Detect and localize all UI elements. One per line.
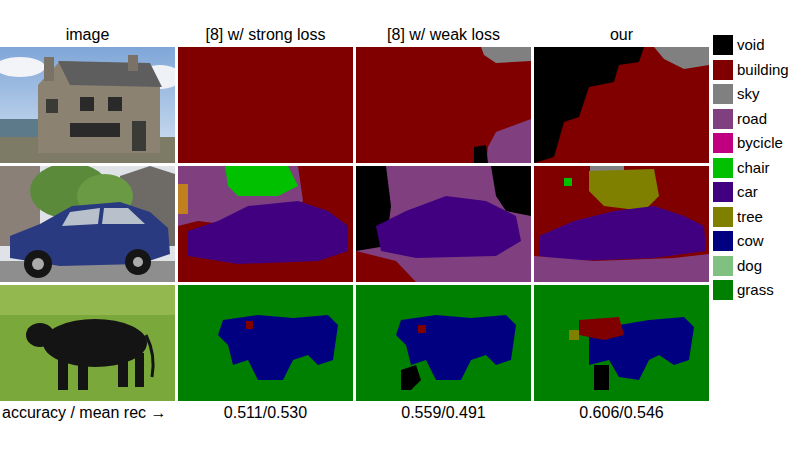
cow-photo-part — [58, 355, 68, 390]
segmentation-map-part — [418, 325, 426, 333]
cow-photo-part — [135, 353, 144, 387]
house-photo-part — [44, 57, 54, 81]
legend-text: cow — [737, 231, 764, 251]
segmentation-map — [178, 166, 353, 282]
segmentation-map-part — [376, 196, 521, 258]
legend-text: bycicle — [737, 133, 783, 153]
column-header: our — [534, 25, 709, 45]
segmentation-map-part — [534, 47, 644, 163]
segmentation-map — [356, 285, 531, 401]
legend-text: sky — [737, 84, 760, 104]
legend-swatch — [713, 256, 733, 276]
metric-note: accuracy / mean rec → — [2, 403, 167, 423]
car-photo-part — [32, 258, 44, 270]
car-photo-part — [62, 208, 100, 226]
legend-swatch — [713, 280, 733, 300]
segmentation-map-part — [534, 47, 709, 163]
segmentation-map-part — [356, 251, 416, 282]
house-photo-part — [58, 61, 162, 87]
segmentation-map-part — [486, 119, 531, 163]
segmentation-map-part — [246, 321, 253, 329]
score-value: 0.511/0.530 — [178, 403, 353, 423]
house-photo-part — [70, 123, 120, 137]
cow-photo-part — [26, 323, 54, 347]
segmentation-map — [178, 285, 353, 401]
segmentation-map-part — [178, 166, 353, 282]
legend-swatch — [713, 60, 733, 80]
score-value: 0.606/0.546 — [534, 403, 709, 423]
segmentation-map-part — [569, 330, 579, 340]
segmentation-map-part — [534, 285, 709, 401]
car-photo-part — [0, 166, 175, 282]
segmentation-map-part — [178, 47, 353, 163]
legend-text: building — [737, 60, 789, 80]
car-photo — [0, 166, 175, 282]
legend-text: grass — [737, 280, 774, 300]
segmentation-map — [534, 47, 709, 163]
legend-text: void — [737, 35, 765, 55]
cow-photo-part — [0, 285, 175, 315]
column-header: image — [0, 25, 175, 45]
segmentation-map-part — [356, 166, 531, 282]
legend-swatch — [713, 158, 733, 178]
segmentation-map-part — [534, 166, 709, 282]
car-photo-part — [102, 208, 145, 224]
house-photo-part — [108, 97, 122, 111]
cow-photo-part — [78, 357, 88, 390]
segmentation-map-part — [654, 47, 709, 69]
legend-swatch — [713, 84, 733, 104]
house-photo-part — [46, 99, 58, 113]
legend-swatch — [713, 231, 733, 251]
segmentation-map — [534, 285, 709, 401]
column-header: [8] w/ weak loss — [356, 25, 531, 45]
house-photo-part — [80, 97, 94, 111]
column-header: [8] w/ strong loss — [178, 25, 353, 45]
legend-swatch — [713, 207, 733, 227]
house-photo-part — [132, 121, 146, 151]
legend-swatch — [713, 133, 733, 153]
segmentation-map-part — [481, 47, 531, 63]
legend-text: chair — [737, 158, 770, 178]
cow-photo-part — [146, 335, 153, 377]
cow-photo-part — [118, 355, 128, 387]
segmentation-map — [356, 47, 531, 163]
house-photo-part — [128, 55, 138, 71]
car-photo-part — [133, 257, 143, 267]
legend-swatch — [713, 35, 733, 55]
legend-swatch — [713, 109, 733, 129]
segmentation-map-part — [539, 206, 706, 261]
segmentation-map-part — [178, 285, 353, 401]
car-photo-part — [125, 249, 151, 275]
score-value: 0.559/0.491 — [356, 403, 531, 423]
segmentation-map-part — [564, 178, 572, 186]
segmentation-map — [178, 47, 353, 163]
segmentation-map — [534, 166, 709, 282]
house-photo — [0, 47, 175, 163]
segmentation-map-part — [218, 315, 338, 380]
segmentation-map-part — [356, 285, 531, 401]
legend-text: road — [737, 109, 767, 129]
house-photo-part — [0, 57, 45, 77]
cow-photo — [0, 285, 175, 401]
cow-photo-part — [0, 285, 175, 401]
segmentation-map — [356, 166, 531, 282]
segmentation-map-part — [356, 47, 531, 163]
segmentation-map-part — [178, 184, 188, 214]
segmentation-map-part — [579, 317, 624, 340]
segmentation-map-part — [594, 365, 609, 390]
segmentation-map-part — [401, 365, 421, 390]
segmentation-map-part — [474, 145, 488, 163]
segmentation-map-part — [188, 201, 348, 264]
legend-text: car — [737, 182, 758, 202]
segmentation-map-part — [589, 169, 659, 211]
car-photo-part — [24, 250, 52, 278]
legend-text: tree — [737, 207, 763, 227]
segmentation-map-part — [534, 254, 709, 282]
legend-swatch — [713, 182, 733, 202]
segmentation-map-part — [225, 166, 298, 196]
legend-text: dog — [737, 256, 762, 276]
